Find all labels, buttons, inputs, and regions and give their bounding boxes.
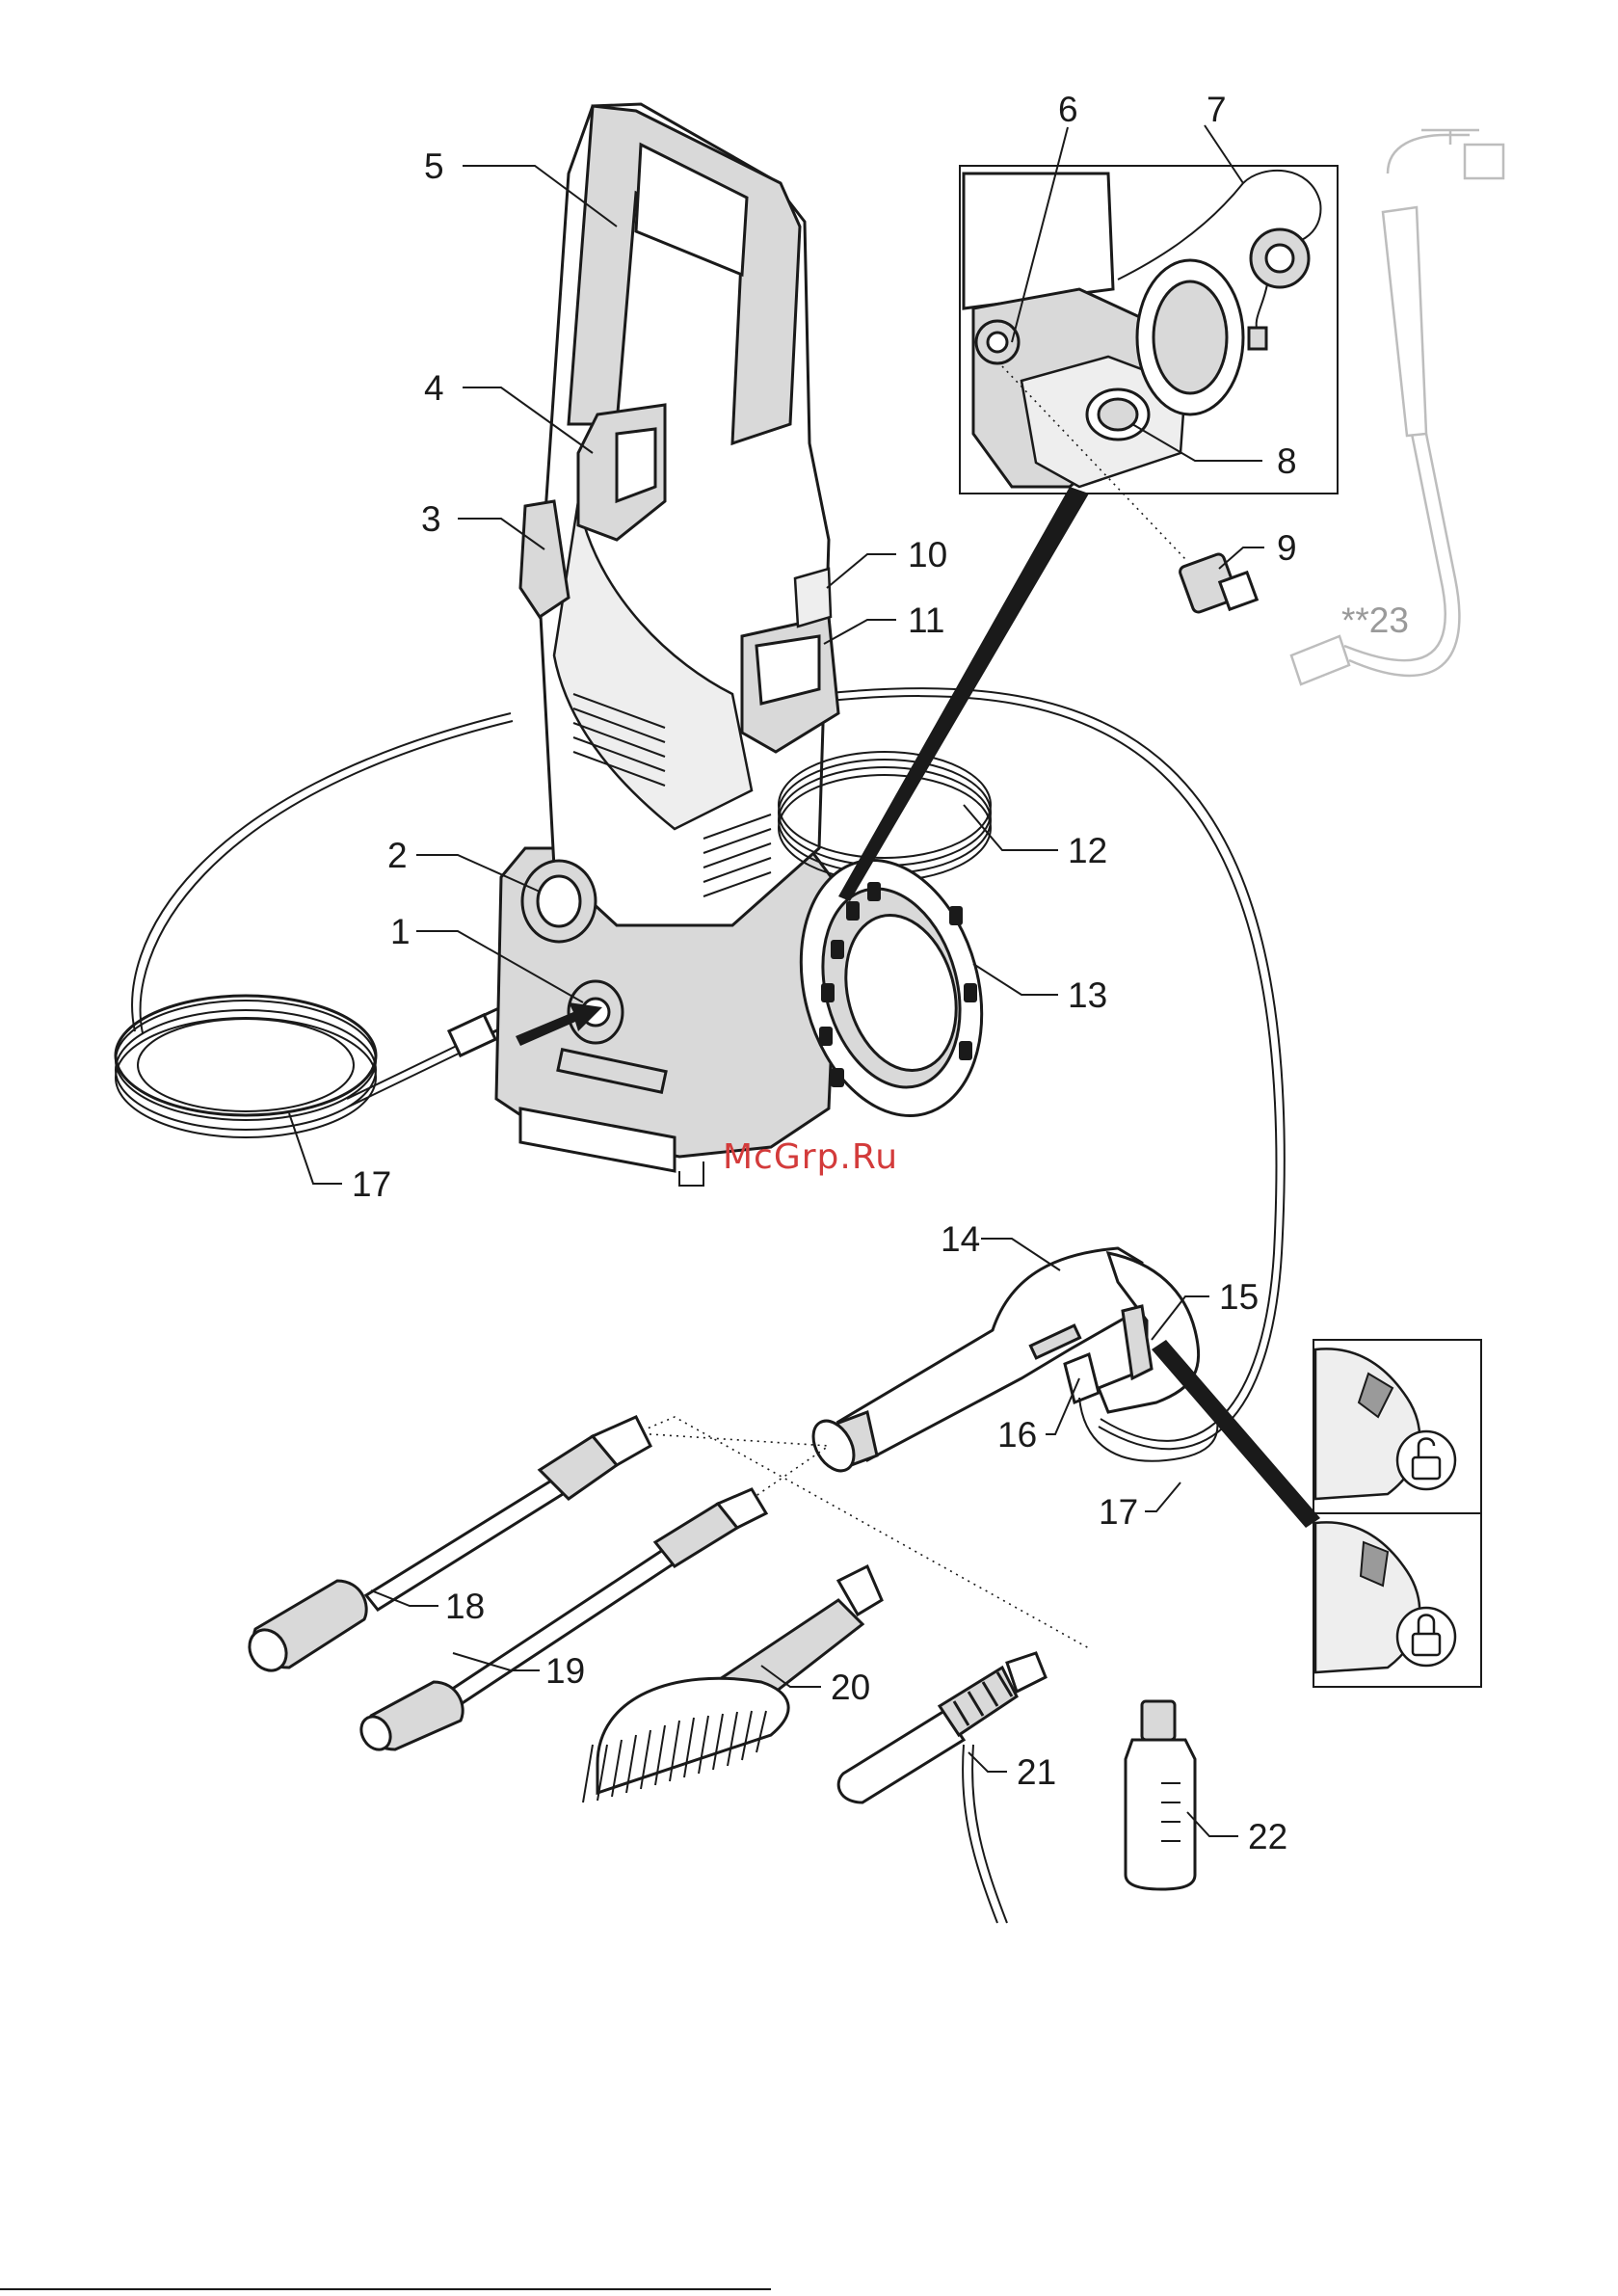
vario-power-lance — [242, 1417, 650, 1677]
callout-9: 9 — [1277, 528, 1297, 568]
callout-2: 2 — [387, 836, 408, 875]
callout-19: 19 — [545, 1651, 585, 1691]
callout-5: 5 — [424, 147, 444, 186]
callout-21: 21 — [1017, 1752, 1056, 1792]
pressure-washer-body — [496, 104, 838, 1186]
callout-10: 10 — [908, 535, 947, 574]
callout-14: 14 — [941, 1219, 980, 1259]
callout-16: 16 — [997, 1415, 1037, 1455]
callout-13: 13 — [1068, 975, 1107, 1015]
callout-20: 20 — [831, 1668, 870, 1707]
detergent-bottle — [1126, 1701, 1195, 1889]
callout-23-optional: **23 — [1341, 601, 1409, 640]
callout-1: 1 — [390, 912, 411, 951]
callout-4: 4 — [424, 368, 444, 408]
callout-18: 18 — [445, 1587, 485, 1626]
callout-11: 11 — [908, 601, 944, 640]
callout-12: 12 — [1068, 831, 1107, 870]
callout-15: 15 — [1219, 1277, 1259, 1317]
watermark: McGrp.Ru — [723, 1137, 898, 1177]
callout-6: 6 — [1058, 90, 1078, 129]
callout-17-hose-right: 17 — [1099, 1492, 1138, 1532]
lock-inset-pointer — [1152, 1340, 1320, 1528]
trigger-lock-detail-inset — [1313, 1340, 1481, 1687]
high-pressure-hose-coil — [116, 713, 523, 1137]
callout-7: 7 — [1207, 90, 1227, 129]
inset-pointer — [838, 487, 1089, 901]
callout-3: 3 — [421, 499, 441, 539]
callout-8: 8 — [1277, 441, 1297, 481]
callout-17-hose-left: 17 — [352, 1164, 391, 1204]
callout-22: 22 — [1248, 1817, 1287, 1856]
